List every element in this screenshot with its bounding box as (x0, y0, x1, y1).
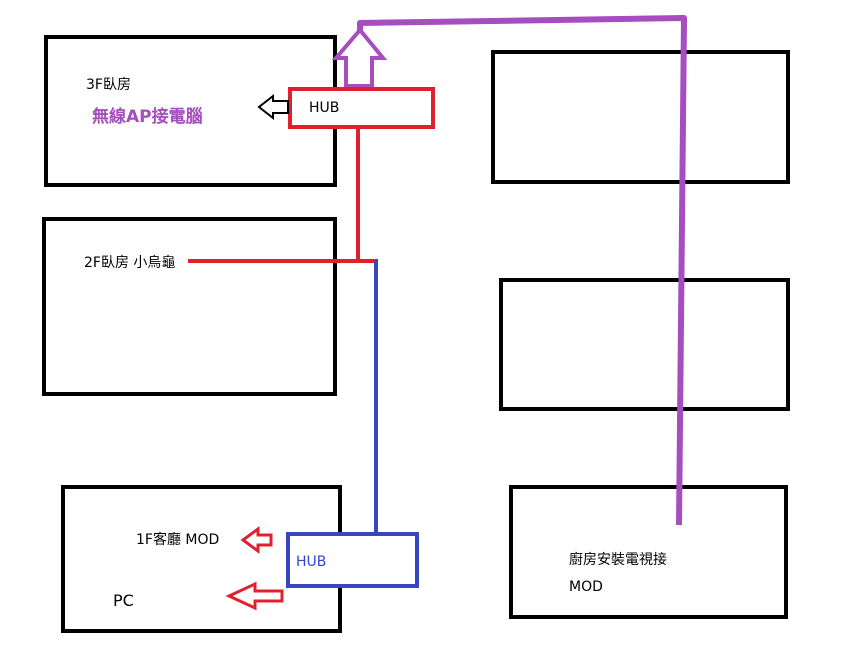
room-box-right-middle (499, 278, 790, 411)
hub-box-red (288, 87, 435, 129)
blue-cable (374, 259, 378, 537)
purple-up-arrow-icon (331, 26, 388, 88)
pc-label: PC (113, 591, 134, 610)
room-sublabel-3f: 無線AP接電腦 (92, 107, 203, 127)
room-box-kitchen (509, 485, 788, 619)
kitchen-label-line2: MOD (569, 579, 603, 595)
red-left-arrow-icon-pc (225, 581, 284, 611)
room-label-2f: 2F臥房 小烏龜 (84, 255, 176, 271)
black-left-arrow-icon (257, 93, 289, 121)
hub-box-blue (286, 532, 419, 588)
room-box-2f (42, 217, 337, 396)
room-label-1f: 1F客廳 MOD (136, 532, 220, 548)
room-label-3f: 3F臥房 (86, 77, 131, 93)
room-box-right-top (491, 50, 790, 184)
red-left-arrow-icon-mod (240, 526, 273, 554)
hub-label-blue: HUB (296, 554, 327, 570)
kitchen-label-line1: 廚房安裝電視接 (569, 552, 667, 568)
hub-label-red: HUB (309, 100, 340, 116)
